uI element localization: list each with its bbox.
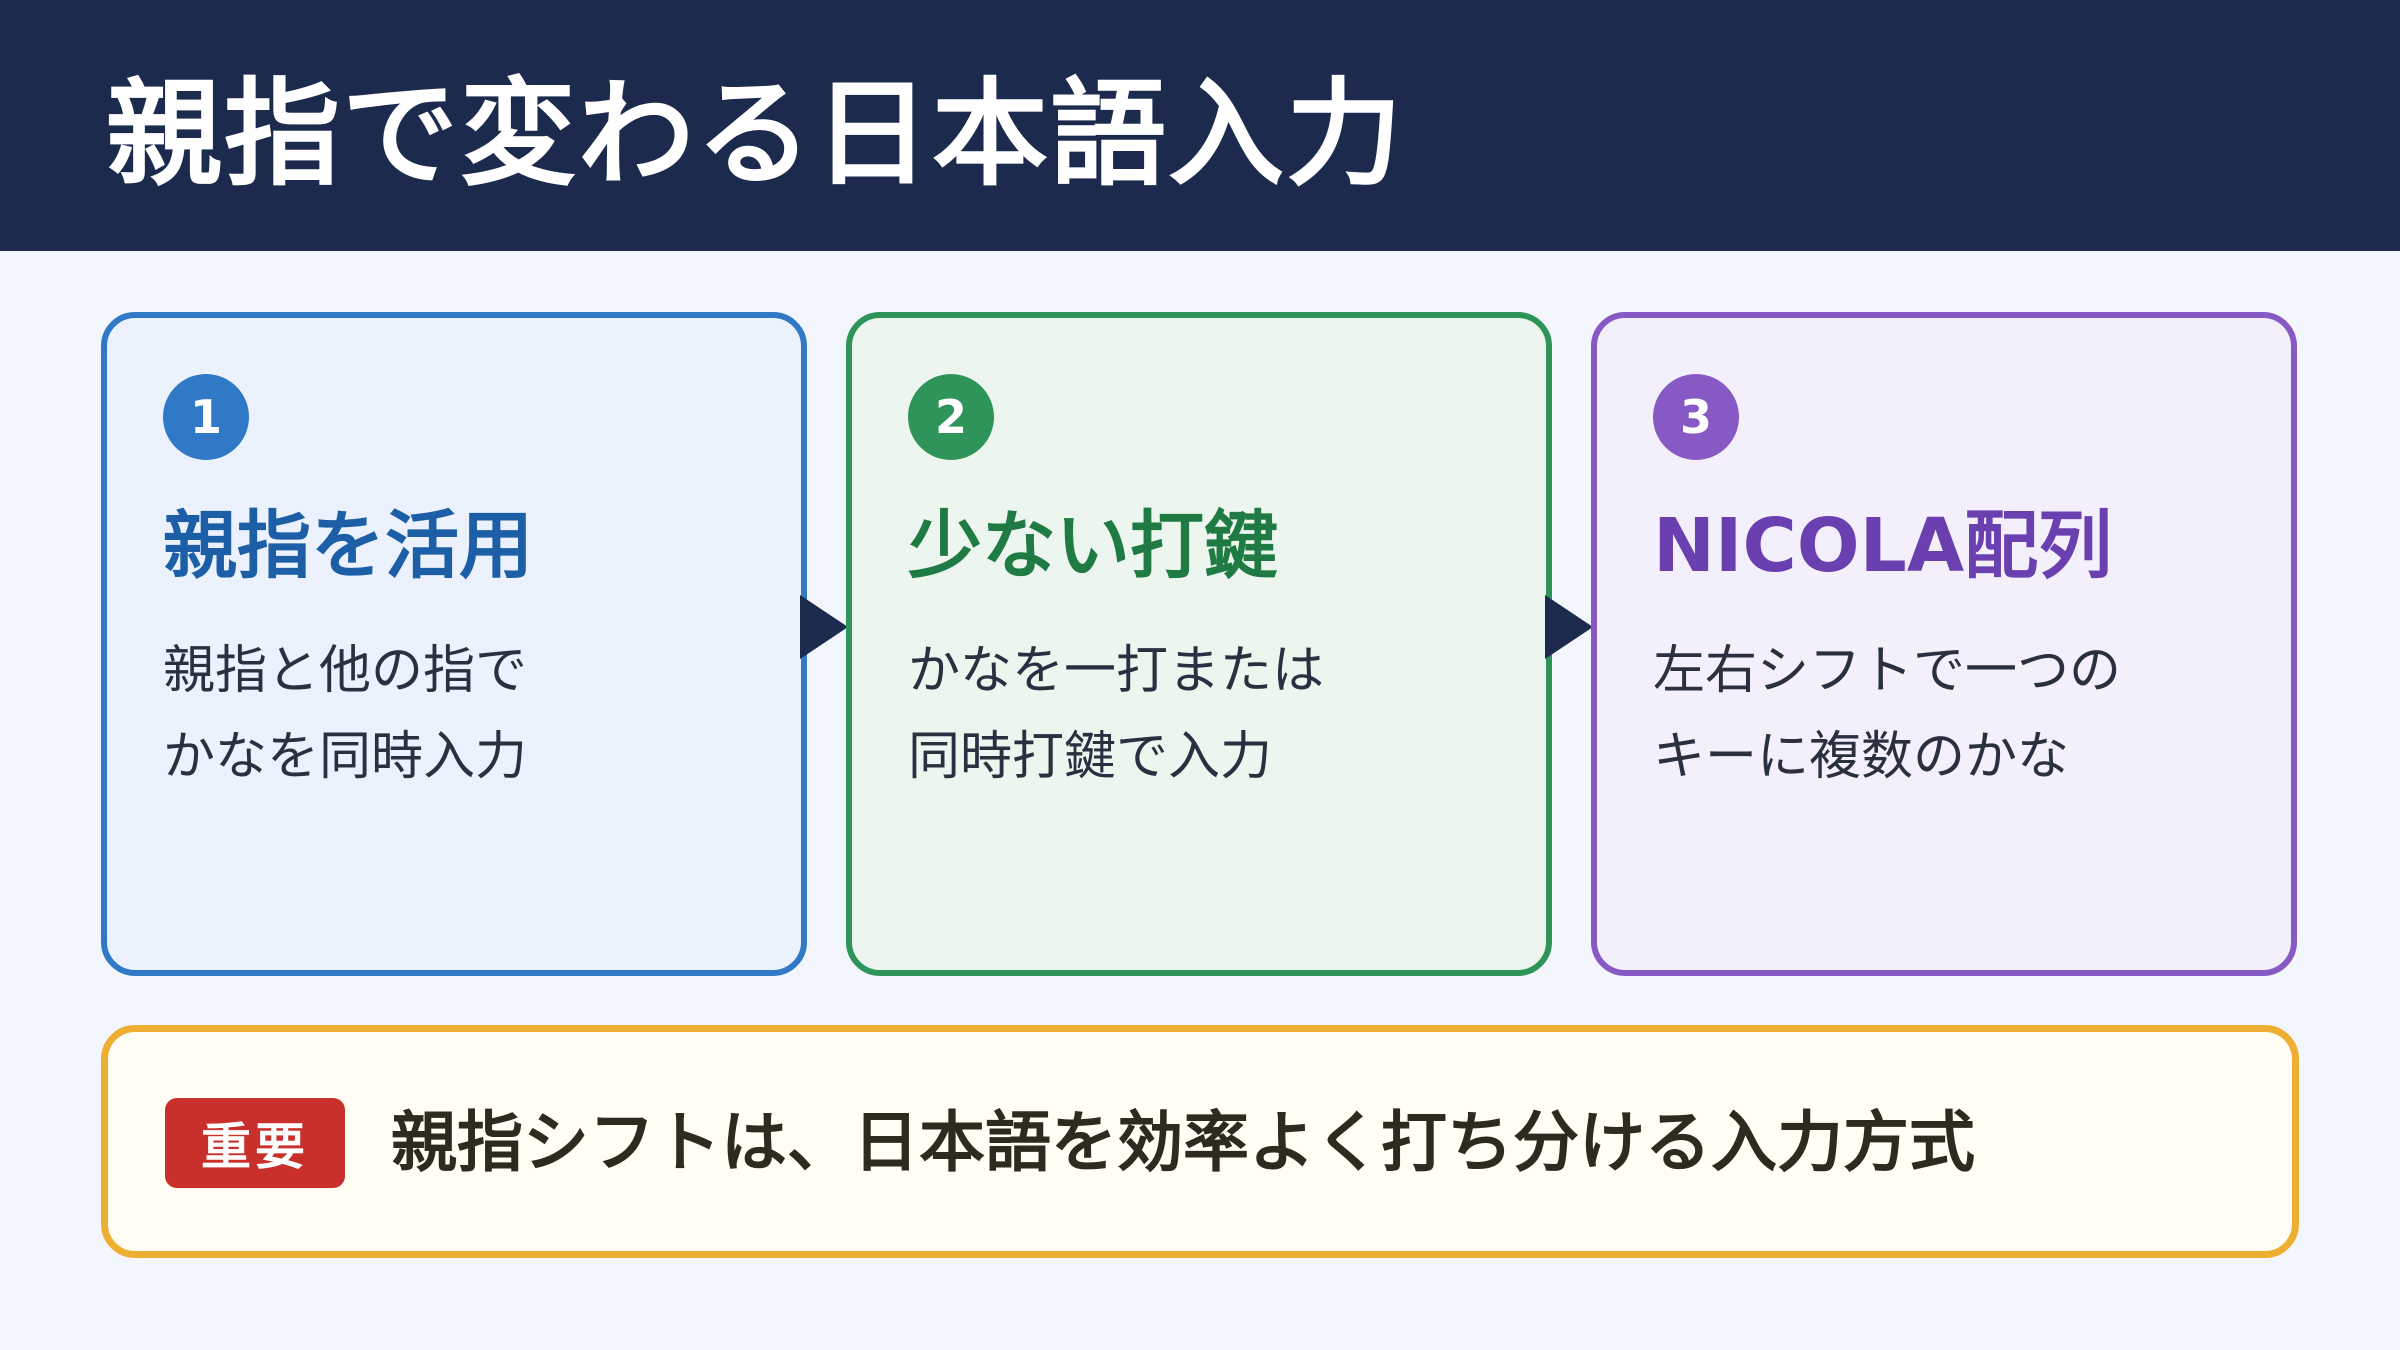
step-card-1: 1 親指を活用 親指と他の指で かなを同時入力 (101, 312, 807, 976)
step-number-badge: 2 (908, 374, 994, 460)
step-description: かなを一打または 同時打鍵で入力 (908, 628, 1324, 800)
step-card-2: 2 少ない打鍵 かなを一打または 同時打鍵で入力 (846, 312, 1552, 976)
flow-arrow-icon (1545, 595, 1593, 659)
step-title: 少ない打鍵 (908, 503, 1278, 589)
key-point-text: 親指シフトは、日本語を効率よく打ち分ける入力方式 (391, 1104, 1975, 1181)
step-description-line: かなを一打または (908, 641, 1325, 701)
step-card-3: 3 NICOLA配列 左右シフトで一つの キーに複数のかな (1591, 312, 2297, 976)
step-description-line: 親指と他の指で (163, 641, 528, 701)
step-description-line: 左右シフトで一つの (1653, 641, 2122, 701)
step-number-badge: 1 (163, 374, 249, 460)
step-description-line: キーに複数のかな (1653, 727, 2070, 787)
step-title: NICOLA配列 (1653, 503, 2113, 589)
header-bar: 親指で変わる日本語入力 (0, 0, 2400, 251)
important-tag: 重要 (165, 1098, 345, 1188)
page-title: 親指で変わる日本語入力 (106, 67, 1404, 202)
step-number-badge: 3 (1653, 374, 1739, 460)
step-description-line: 同時打鍵で入力 (908, 727, 1273, 787)
step-description: 左右シフトで一つの キーに複数のかな (1653, 628, 2121, 800)
flow-arrow-icon (800, 595, 848, 659)
key-point-box: 重要 親指シフトは、日本語を効率よく打ち分ける入力方式 (101, 1025, 2299, 1258)
step-description: 親指と他の指で かなを同時入力 (163, 628, 527, 800)
step-title: 親指を活用 (163, 503, 533, 589)
step-description-line: かなを同時入力 (163, 727, 528, 787)
